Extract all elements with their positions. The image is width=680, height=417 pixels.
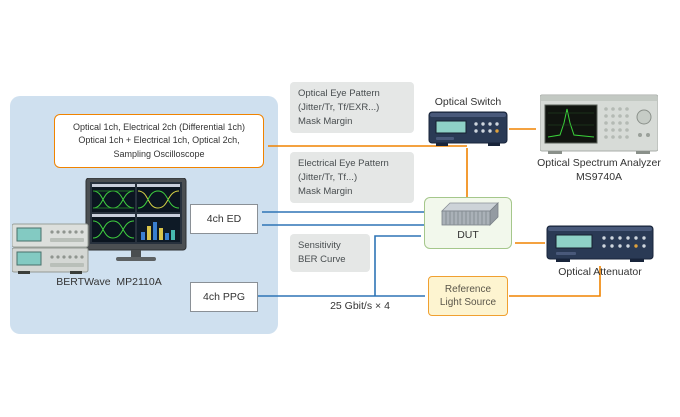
eye-pattern-window-2: [137, 184, 180, 212]
spectrum-analyzer-model: MS9740A: [575, 170, 623, 183]
dut-device-image: [441, 202, 499, 226]
callout-line: (Jitter/Tr, Tf/EXR...): [298, 101, 380, 113]
spectrum-analyzer-label: Optical Spectrum Analyzer MS9740A: [524, 157, 674, 184]
bertwave-instrument-image: [11, 177, 207, 279]
callout-line: (Jitter/Tr, Tf...): [298, 171, 358, 183]
sampling-oscilloscope-config-box: Optical 1ch, Electrical 2ch (Differentia…: [54, 114, 264, 168]
callout-sensitivity-ber: Sensitivity BER Curve: [290, 234, 370, 272]
dut-box: DUT: [424, 197, 512, 249]
optical-switch-label: Optical Switch: [434, 96, 502, 108]
callout-line: Optical Eye Pattern: [298, 88, 380, 99]
bertwave-mainframe-units: [11, 223, 89, 274]
callout-optical-eye-pattern: Optical Eye Pattern (Jitter/Tr, Tf/EXR..…: [290, 82, 414, 134]
ppg-label: 4ch PPG: [202, 291, 246, 303]
callout-electrical-eye-pattern: Electrical Eye Pattern (Jitter/Tr, Tf...…: [290, 152, 414, 204]
callout-line: BER Curve: [298, 253, 346, 265]
config-line-2: Optical 1ch + Electrical 1ch, Optical 2c…: [78, 135, 240, 146]
optical-switch-image: [428, 110, 508, 153]
config-line-1: Optical 1ch, Electrical 2ch (Differentia…: [73, 121, 245, 132]
reference-light-source-box: Reference Light Source: [428, 276, 508, 316]
callout-line: Sensitivity: [298, 240, 341, 251]
wire-ppg-to-dut: [374, 235, 421, 296]
reference-light-source-line1: Reference: [444, 284, 492, 295]
reference-light-source-line2: Light Source: [439, 297, 497, 308]
ber-histogram-window: [137, 214, 180, 242]
bitrate-annotation: 25 Gbit/s × 4: [330, 300, 390, 312]
spectrum-analyzer-image: [539, 93, 659, 160]
attenuator-label: Optical Attenuator: [558, 266, 642, 278]
dut-label: DUT: [457, 229, 479, 241]
eye-pattern-window-3: [92, 214, 135, 242]
bertwave-label: BERTWave MP2110A: [56, 276, 162, 288]
ed-label: 4ch ED: [206, 213, 242, 225]
callout-line: Mask Margin: [298, 115, 353, 127]
spectrum-analyzer-name: Optical Spectrum Analyzer: [537, 157, 661, 169]
wire-reference-to-attenuator: [509, 266, 601, 297]
eye-pattern-window-1: [92, 184, 135, 212]
callout-line: Mask Margin: [298, 185, 353, 197]
ppg-box: 4ch PPG: [190, 282, 258, 312]
callout-line: Electrical Eye Pattern: [298, 158, 389, 169]
config-line-3: Sampling Oscilloscope: [113, 148, 205, 159]
attenuator-image: [546, 224, 654, 269]
ed-box: 4ch ED: [190, 204, 258, 234]
